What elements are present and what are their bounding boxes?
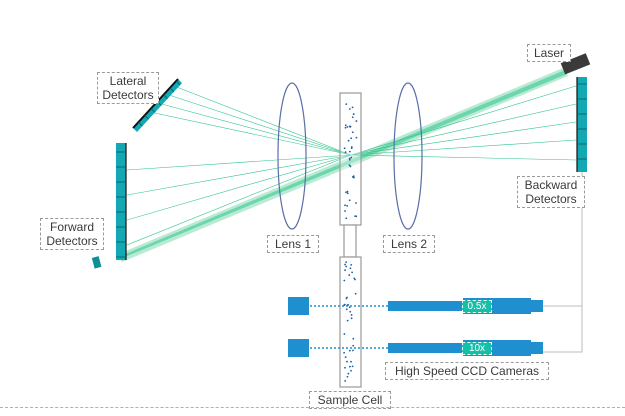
sample-cell-neck (343, 224, 357, 258)
forward-detector-array (116, 143, 127, 260)
lateral-detectors-label: Lateral Detectors (97, 72, 159, 104)
backward-detector-array (576, 77, 587, 172)
beam-dump (91, 256, 102, 269)
camera-magnification-upper: 0.5x (462, 300, 492, 313)
particles (343, 103, 358, 382)
bottom-divider (0, 407, 625, 408)
detector-wire (543, 172, 583, 353)
light-source-lower (288, 339, 309, 357)
light-source-upper (288, 297, 309, 315)
lens-2-label: Lens 2 (383, 235, 435, 253)
laser-label: Laser (527, 44, 571, 62)
sample-cell-upper (339, 92, 362, 226)
lens-1-label: Lens 1 (267, 235, 319, 253)
forward-detectors-label: Forward Detectors (40, 218, 104, 250)
cameras-label: High Speed CCD Cameras (385, 362, 549, 380)
laser-body (560, 53, 591, 75)
scattered-rays (126, 85, 577, 246)
sample-cell-lower (339, 256, 362, 388)
camera-magnification-lower: 10x (462, 342, 492, 355)
laser-beam-core (118, 70, 567, 259)
lens-2 (393, 82, 423, 230)
lens-1 (277, 82, 307, 230)
sample-cell-label: Sample Cell (309, 391, 391, 409)
backward-detectors-label: Backward Detectors (517, 176, 585, 208)
